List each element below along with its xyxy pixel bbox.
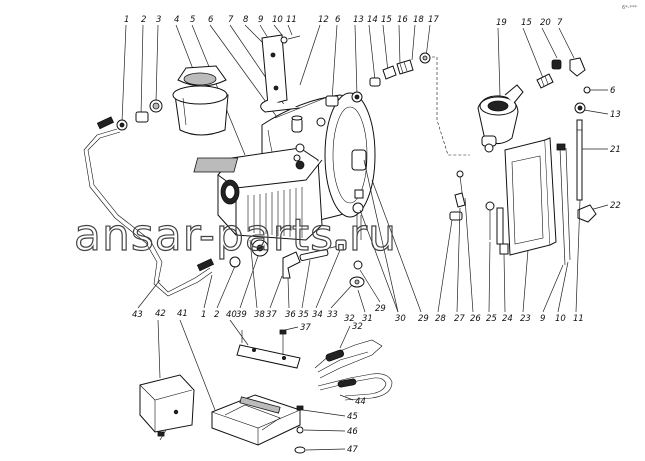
callouts-top: 1 2 3 4 5 6 7 8 9 10 11 12 6 13 14 15 16… — [124, 15, 621, 211]
callout-27: 27 — [454, 314, 465, 324]
callout-14-top: 14 — [367, 15, 378, 25]
callout-4-top: 4 — [174, 15, 179, 25]
callout-37: 37 — [266, 310, 277, 320]
leader-lines-bottom — [137, 159, 581, 313]
callout-26: 26 — [470, 314, 481, 324]
callout-16-top: 16 — [397, 15, 408, 25]
callout-17-top: 17 — [428, 15, 439, 25]
callout-18-top: 18 — [413, 15, 424, 25]
pipe-43 — [87, 131, 211, 293]
callout-6-top: 6 — [208, 15, 214, 25]
callout-29-a: 29 — [375, 304, 386, 314]
callout-13b-right: 13 — [610, 110, 621, 120]
callout-30: 30 — [395, 314, 406, 324]
callout-5-top: 5 — [190, 15, 195, 25]
callout-9-top: 9 — [258, 15, 263, 25]
bracket-42 — [139, 374, 195, 433]
callout-2-bottom: 2 — [214, 310, 219, 320]
watermark: ansar-parts.ru — [74, 210, 397, 261]
callout-11-top: 11 — [286, 15, 297, 25]
callout-24: 24 — [502, 314, 513, 324]
callout-35: 35 — [298, 310, 309, 320]
callout-36: 36 — [285, 310, 296, 320]
callout-10-bottom: 10 — [555, 314, 566, 324]
callout-22-right: 22 — [610, 201, 621, 211]
wire-32 — [314, 339, 383, 379]
callout-21-right: 21 — [610, 145, 621, 155]
bar-40 — [236, 344, 301, 369]
callout-31: 31 — [362, 314, 373, 324]
parts-artwork — [83, 34, 597, 454]
pipe-43-inner — [83, 128, 213, 297]
callout-15-top: 15 — [381, 15, 392, 25]
callouts-bottom: 43 1 2 39 38 37 36 35 34 33 32 31 29 30 … — [132, 304, 584, 324]
filter-bowl-4 — [174, 94, 229, 136]
callout-13-top: 13 — [353, 15, 364, 25]
leader-lines-lower — [157, 319, 354, 451]
callout-7b-top: 7 — [557, 18, 563, 28]
callout-29-b: 29 — [418, 314, 429, 324]
callout-20-top: 20 — [540, 18, 551, 28]
callout-32-lower: 32 — [352, 322, 363, 332]
callout-23: 23 — [520, 314, 531, 324]
callout-39: 39 — [236, 310, 247, 320]
callout-1-top: 1 — [124, 15, 129, 25]
callout-15b-top: 15 — [521, 18, 532, 28]
callout-37-lower: 37 — [300, 323, 311, 333]
callout-2-top: 2 — [141, 15, 146, 25]
callout-44: 44 — [355, 397, 366, 407]
callout-46: 46 — [347, 427, 358, 437]
callout-41: 41 — [177, 309, 188, 319]
callout-6b-top: 6 — [335, 15, 341, 25]
callout-47: 47 — [347, 445, 358, 455]
callout-9-bottom: 9 — [540, 314, 545, 324]
callout-40: 40 — [226, 310, 237, 320]
bracket-8 — [261, 34, 288, 106]
callout-3-top: 3 — [156, 15, 161, 25]
wire-44 — [317, 373, 393, 401]
callout-1-bottom: 1 — [201, 310, 206, 320]
corner-mark: 6*-*** — [622, 5, 637, 11]
callout-34: 34 — [312, 310, 323, 320]
callout-25: 25 — [486, 314, 497, 324]
callout-28: 28 — [435, 314, 446, 324]
callout-12-top: 12 — [318, 15, 329, 25]
callout-11-bottom: 11 — [573, 314, 584, 324]
callout-32-bottom: 32 — [344, 314, 355, 324]
callout-7-top: 7 — [228, 15, 234, 25]
callout-38: 38 — [254, 310, 265, 320]
callout-8-top: 8 — [243, 15, 249, 25]
callout-10-top: 10 — [272, 15, 283, 25]
callouts-lower: 42 41 40 37 32 44 45 46 47 — [155, 309, 366, 455]
callout-6c-right: 6 — [610, 86, 616, 96]
callout-33: 33 — [327, 310, 338, 320]
callout-42: 42 — [155, 309, 166, 319]
callout-19-top: 19 — [496, 18, 507, 28]
callout-45: 45 — [347, 412, 358, 422]
rod-21 — [576, 119, 583, 201]
callout-43: 43 — [132, 310, 143, 320]
